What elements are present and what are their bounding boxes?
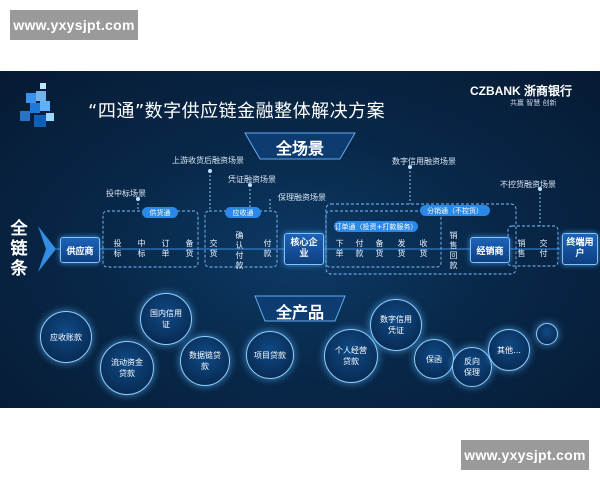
step-receive: 收货: [419, 239, 428, 258]
node-core-enterprise: 核心企业: [284, 233, 324, 265]
node-end-user: 终端用户: [562, 233, 598, 265]
step-deliver: 交货: [209, 239, 218, 258]
product-personal-business-loan: 个人经营贷款: [324, 329, 378, 383]
page-title: “四通”数字供应链金融整体解决方案: [88, 101, 386, 122]
decorative-bubble: [536, 323, 558, 345]
cube-logo-icon: [20, 83, 54, 127]
product-data-chain-loan: 数据链贷款: [180, 336, 230, 386]
scene-bidding: 投中标场景: [106, 189, 146, 198]
full-chain-char: 条: [10, 259, 28, 279]
product-letter-of-guarantee: 保函: [414, 339, 454, 379]
scene-digital-credit: 数字信用融资场景: [392, 157, 456, 166]
brand-logo: CZBANK 浙商银行: [470, 84, 572, 98]
step-place-order: 下单: [335, 239, 344, 258]
full-chain-char: 全: [10, 219, 28, 239]
product-domestic-lc: 国内信用证: [140, 293, 192, 345]
step-pay: 付款: [263, 239, 272, 258]
pill-distribution-pass: 分销通（不控货）: [420, 205, 490, 216]
step-payment: 付款: [355, 239, 364, 258]
step-order: 订单: [161, 239, 170, 258]
pill-order-pass: 订单通（投资+打款服务）: [334, 221, 418, 232]
step-hand-over: 交付: [539, 239, 548, 258]
step-prepare: 备货: [375, 239, 384, 258]
step-ship: 发货: [397, 239, 406, 258]
scene-factoring: 保理融资场景: [278, 193, 326, 202]
node-dealer: 经销商: [470, 237, 510, 263]
pill-receivable-pass: 应收通: [225, 207, 261, 218]
step-stock: 备货: [185, 239, 194, 258]
step-sales-collection: 销售回款: [449, 231, 458, 270]
product-others: 其他…: [488, 329, 530, 371]
full-chain-char: 链: [10, 239, 28, 259]
watermark-top: www.yxysjpt.com: [10, 10, 138, 40]
step-sell: 销售: [517, 239, 526, 258]
product-receivables: 应收账款: [40, 311, 92, 363]
scene-voucher: 凭证融资场景: [228, 175, 276, 184]
full-chain-label: 全 链 条: [8, 219, 30, 279]
step-bid: 投标: [113, 239, 122, 258]
brand-slogan: 共赢 智慧 创新: [510, 99, 557, 107]
pill-supply-pass: 供货通: [142, 207, 178, 218]
product-digital-credit-voucher: 数字信用凭证: [370, 299, 422, 351]
all-products-title: 全产品: [276, 303, 325, 322]
scene-no-control: 不控货融资场景: [500, 180, 556, 189]
step-win-bid: 中标: [137, 239, 146, 258]
all-scenes-title: 全场景: [276, 139, 325, 158]
solution-diagram: “四通”数字供应链金融整体解决方案 CZBANK 浙商银行 共赢 智慧 创新 全…: [0, 71, 600, 408]
scene-upstream: 上游收货后融资场景: [172, 156, 244, 165]
node-supplier: 供应商: [60, 237, 100, 263]
product-project-loan: 项目贷款: [246, 331, 294, 379]
watermark-bottom: www.yxysjpt.com: [461, 440, 589, 470]
step-confirm-payment: 确认付款: [235, 231, 244, 270]
product-reverse-factoring: 反向保理: [452, 347, 492, 387]
product-working-capital-loan: 流动资金贷款: [100, 341, 154, 395]
